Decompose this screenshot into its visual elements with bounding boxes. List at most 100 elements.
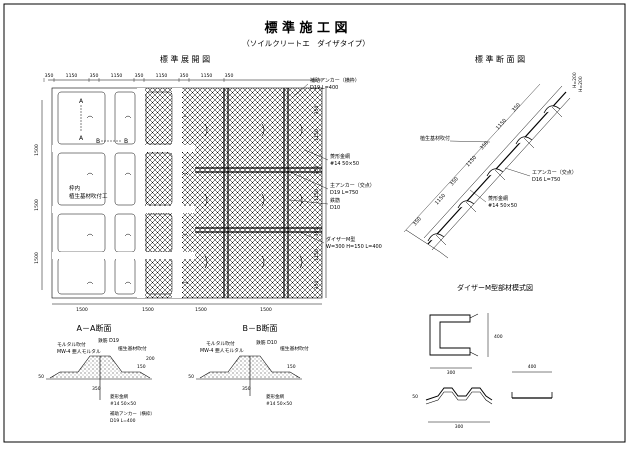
plan-right-dim-0: 350 (314, 106, 320, 115)
sheet-frame (3, 3, 626, 443)
member-front-profile (425, 387, 493, 401)
section-mark-a-top: A (79, 98, 84, 105)
slope-dim-2: 350 (449, 176, 460, 187)
drawing-subtitle: （ソイルクリートエ ダイザタイプ） (242, 38, 370, 48)
callout-veg: 植生基材吹付 (420, 135, 450, 142)
callout-daiza-l1: ダイザーM型 (326, 236, 355, 243)
callout-e-anchor-l2: D16 L=750 (532, 177, 560, 183)
callout-daiza-l2: W=300 H=150 L=400 (326, 244, 382, 250)
plan-right-dim-3: 1150 (314, 189, 320, 201)
aa-dim-350: 350 (92, 386, 101, 392)
section-mark-a-bottom: A (79, 135, 84, 142)
plan-top-dimensions: 350 1150 350 1150 350 1150 350 1150 350 (43, 73, 234, 82)
bb-dim-50: 50 (188, 374, 194, 380)
plan-right-dim-1: 1150 (314, 129, 320, 141)
bb-label-rebar: 鉄筋 D10 (256, 339, 277, 346)
plan-top-dim-2: 350 (90, 73, 99, 79)
section-mark-b-left: B (96, 138, 100, 145)
plan-top-dim-5: 1150 (156, 73, 168, 79)
bb-dim-350: 350 (242, 386, 251, 392)
bb-bottom-wire: 菱形金網 (266, 393, 284, 400)
bb-label-veg: 植生基材吹付 (280, 345, 309, 352)
plan-bottom-dim-3: 1500 (260, 307, 272, 313)
slope-daiza-unit (457, 200, 475, 209)
plan-frame-panel (114, 257, 136, 295)
inner-note-line1: 枠内 (69, 184, 80, 192)
plan-left-dim-0: 1500 (34, 144, 40, 156)
member-diagram: ダイザーM型部材模式図 400 300 300 50 400 (412, 283, 553, 430)
member-dim-length: 400 (528, 364, 537, 370)
callout-wire-l1: 菱形金網 (330, 153, 350, 160)
plan-frame-panel (114, 152, 136, 206)
callout-anchor-l2: D19 L=400 (310, 85, 338, 91)
slope-daiza-unit (515, 136, 533, 145)
plan-right-dim-6: 350 (314, 281, 320, 290)
slope-dim-4: 350 (479, 140, 490, 151)
section-height-label-1: H=200 (572, 72, 578, 88)
slope-dim-3: 1150 (465, 155, 478, 168)
callout-section-wire-l2: #14 50×50 (488, 203, 517, 209)
bb-label-mortar-mix: MW-4 亜人モルタル (200, 347, 244, 354)
plan-top-dim-1: 1150 (66, 73, 78, 79)
bb-section: B－B断面 モルタル吹付 MW-4 亜人モルタル 鉄筋 D10 植生基材吹付 5… (188, 323, 309, 407)
slope-dim-6: 350 (511, 102, 522, 113)
slope-dim-1: 1150 (434, 193, 447, 206)
aa-label-mortar-mix: MW-4 亜人モルタル (57, 348, 101, 355)
plan-frame-panel (57, 91, 106, 145)
section-mark-b-right: B (124, 138, 128, 145)
member-dim-thickness: 50 (412, 394, 418, 400)
plan-top-dim-7: 1150 (201, 73, 213, 79)
aa-bottom-wire: 菱形金網 (110, 393, 128, 400)
aa-bottom-wire-size: #14 50×50 (110, 401, 136, 407)
member-dim-side-width: 300 (447, 370, 456, 376)
plan-bottom-dim-0: 1500 (76, 307, 88, 313)
plan-frame-panel (57, 257, 106, 295)
plan-top-dim-3: 1150 (111, 73, 123, 79)
aa-dim-50: 50 (38, 374, 44, 380)
aa-bottom-anchor: 補助アンカー（横枠） (110, 410, 155, 417)
aa-section: A－A断面 モルタル吹付 MW-4 亜人モルタル 鉄筋 D19 植生基材吹付 5… (38, 323, 155, 424)
bb-bottom-wire-size: #14 50×50 (266, 401, 292, 407)
plan-top-dim-4: 350 (135, 73, 144, 79)
plan-heading: 標 準 展 開 図 (160, 54, 210, 64)
plan-left-dimensions: 1500 1500 1500 (34, 144, 40, 264)
plan-top-dim-0: 350 (45, 73, 54, 79)
plan-left-dim-1: 1500 (34, 199, 40, 211)
plan-frames (52, 88, 303, 298)
plan-callouts: 補助アンカー（横枠） D19 L=400 菱形金網 #14 50×50 主アンカ… (289, 77, 382, 250)
plan-frame-mesh-panel (145, 213, 173, 253)
section-height-label-2: H=200 (578, 76, 584, 92)
slope-daiza-unit (543, 105, 561, 114)
plan-bottom-dim-2: 1500 (195, 307, 207, 313)
aa-dim-150: 150 (137, 364, 146, 370)
plan-frame-mesh-panel (145, 152, 173, 206)
aa-dim-200: 200 (146, 356, 155, 362)
plan-frame-mesh-panel (145, 257, 173, 295)
plan-top-dim-6: 350 (180, 73, 189, 79)
callout-e-anchor-l1: エアンカー（交点） (532, 169, 577, 176)
member-heading: ダイザーM型部材模式図 (457, 283, 533, 292)
slope-dim-0: 350 (412, 216, 423, 227)
callout-section-wire-l1: 菱形金網 (488, 195, 508, 202)
plan-top-dim-8: 350 (225, 73, 234, 79)
aa-label-mortar: モルタル吹付 (57, 341, 86, 348)
slope-dim-5: 1150 (495, 118, 508, 131)
inner-note-line2: 植生基材吹付工 (69, 192, 108, 200)
plan-left-dim-2: 1500 (34, 252, 40, 264)
aa-label-rebar: 鉄筋 D19 (98, 337, 119, 344)
aa-bottom-anchor-size: D19 L=400 (110, 418, 136, 424)
aa-label-veg: 植生基材吹付 (118, 345, 147, 352)
slope-daiza-unit (486, 168, 504, 177)
plan-section-marks: A A B B (79, 98, 128, 145)
callout-rebar-l2: D10 (330, 205, 340, 211)
callout-main-anchor-l1: 主アンカー（交点） (330, 182, 375, 189)
callout-wire-l2: #14 50×50 (330, 161, 359, 167)
slope-daiza-unit (427, 233, 445, 242)
